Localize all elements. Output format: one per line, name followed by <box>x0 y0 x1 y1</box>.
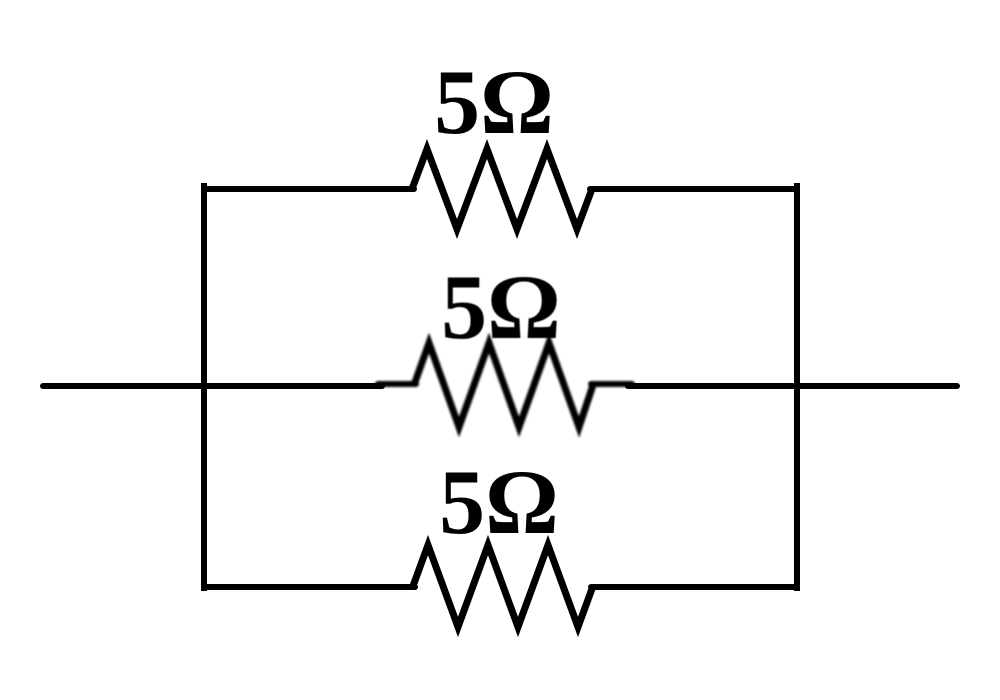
resistor-label-middle: 5Ω <box>441 256 561 358</box>
resistor-symbol-bottom <box>409 534 597 638</box>
resistor-symbol-top <box>408 139 596 239</box>
resistor-label-bottom: 5Ω <box>439 451 559 553</box>
branch-top: 5Ω <box>201 51 800 239</box>
resistor-middle-soft-group <box>375 332 635 438</box>
branch-bottom: 5Ω <box>201 451 800 638</box>
resistor-label-top: 5Ω <box>434 51 554 153</box>
branch-middle: 5Ω <box>40 256 960 438</box>
resistor-symbol-middle <box>410 332 597 438</box>
